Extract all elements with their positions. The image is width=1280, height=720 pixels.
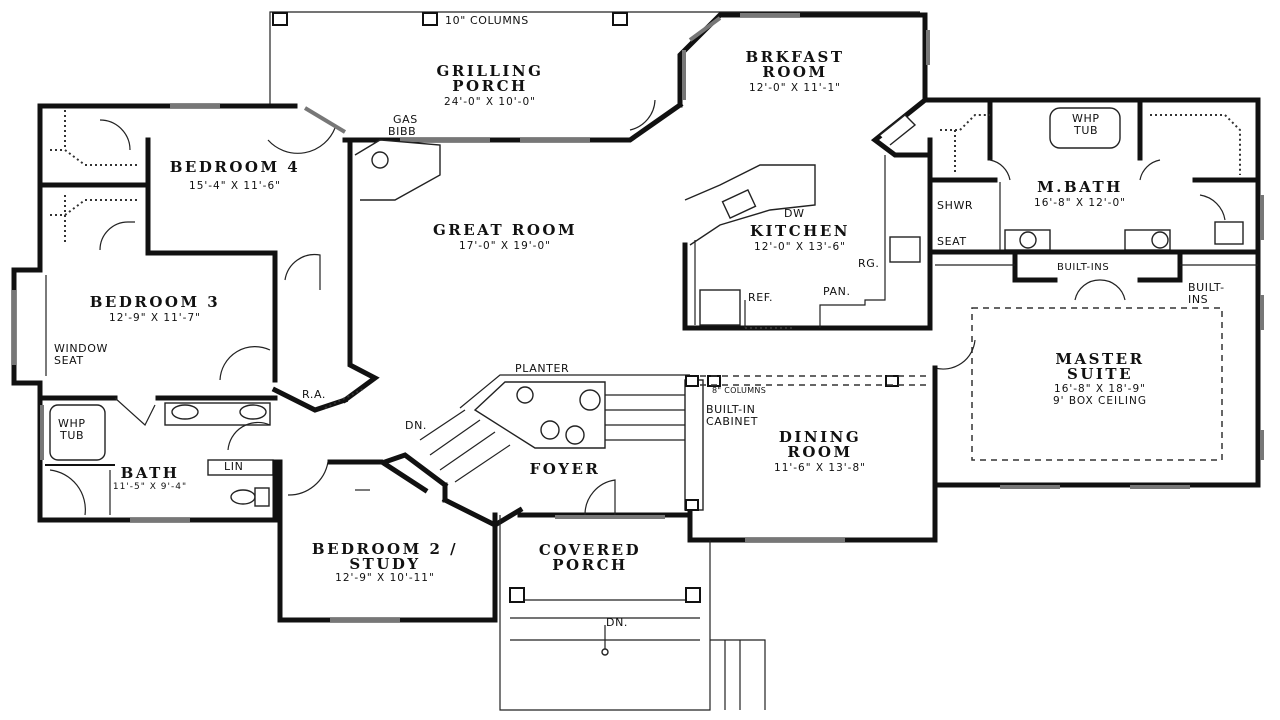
room-kitchen: KITCHEN 12'-0" X 13'-6" — [735, 222, 865, 254]
room-name: FOYER — [529, 460, 601, 478]
whp-tub-bath-line1: WHP — [58, 417, 86, 430]
room-covered-porch: COVERED PORCH — [530, 543, 650, 573]
room-name: BATH — [120, 464, 180, 482]
room-name: KITCHEN — [750, 222, 850, 240]
room-bedroom-2-study: BEDROOM 2 / STUDY 12'-9" X 10'-11" — [290, 540, 480, 585]
room-name: M.BATH — [1037, 178, 1123, 196]
bibb-note: BIBB — [388, 125, 417, 138]
bedroom-2-walls — [277, 459, 498, 623]
columns-8-note: 8" COLUMNS — [712, 386, 767, 395]
built-ins-master-line1: BUILT- — [1188, 281, 1225, 294]
room-dimensions: 12'-0" X 11'-1" — [749, 82, 841, 94]
room-name: MASTER — [1055, 350, 1145, 368]
column-icon — [422, 12, 438, 26]
room-name: DINING — [778, 428, 862, 446]
room-dining-room: DINING ROOM 11'-6" X 13'-8" — [755, 428, 885, 475]
column-icon — [612, 12, 628, 26]
room-bedroom-4: BEDROOM 4 15'-4" X 11'-6" — [160, 158, 310, 193]
whp-tub-master-line2: TUB — [1074, 124, 1099, 137]
ref-note: REF. — [748, 291, 774, 304]
room-name: BRKFAST — [745, 48, 845, 66]
room-grilling-porch: GRILLING PORCH 24'-0" X 10'-0" — [410, 62, 570, 109]
stair-dn-note: DN. — [405, 419, 427, 432]
room-name: GRILLING — [436, 62, 544, 80]
whp-tub-master-line1: WHP — [1072, 112, 1100, 125]
column-icon — [685, 587, 701, 603]
seat-note: SEAT — [937, 235, 967, 248]
column-icon — [685, 375, 699, 387]
window-seat-line2: SEAT — [54, 354, 84, 367]
room-dimensions: 11'-5" X 9'-4" — [112, 482, 188, 492]
whp-tub-bath-line2: TUB — [60, 429, 85, 442]
room-name: BEDROOM 3 — [89, 293, 221, 311]
covered-porch-outline — [499, 515, 766, 711]
gas-note: GAS — [393, 113, 418, 126]
room-master-suite: MASTER SUITE 16'-8" X 18'-9" 9' BOX CEIL… — [1010, 350, 1190, 408]
room-brkfast-room: BRKFAST ROOM 12'-0" X 11'-1" — [730, 48, 860, 95]
room-m-bath: M.BATH 16'-8" X 12'-0" — [1000, 178, 1160, 210]
room-dimensions: 12'-9" X 10'-11" — [335, 572, 435, 584]
room-dimensions: 16'-8" X 18'-9" — [1054, 383, 1146, 395]
kitchen-walls — [677, 12, 933, 331]
room-dimensions: 16'-8" X 12'-0" — [1034, 197, 1126, 209]
built-ins-mbath-note: BUILT-INS — [1057, 262, 1110, 273]
room-bath: BATH 11'-5" X 9'-4" — [95, 466, 205, 493]
planter-note: PLANTER — [515, 362, 570, 375]
master-suite-walls — [934, 295, 1264, 489]
room-name: PORCH — [452, 77, 528, 95]
dining-room-walls — [687, 365, 938, 543]
grilling-porch-outline — [269, 11, 920, 105]
room-name: SUITE — [1066, 365, 1134, 383]
bedroom-4-walls — [37, 103, 380, 404]
room-name: STUDY — [349, 555, 421, 573]
dw-note: DW — [784, 207, 805, 220]
built-in-cabinet-line1: BUILT-IN — [706, 403, 756, 416]
built-in-cabinet-icon — [684, 379, 704, 511]
room-dimensions: 24'-0" X 10'-0" — [444, 96, 536, 108]
room-dimensions: 11'-6" X 13'-8" — [774, 462, 866, 474]
room-name: ROOM — [787, 443, 853, 461]
window-seat-line1: WINDOW — [54, 342, 108, 355]
room-name: BEDROOM 2 / — [311, 540, 459, 558]
column-icon — [272, 12, 288, 26]
shwr-note: SHWR — [937, 199, 974, 212]
room-name: GREAT ROOM — [432, 221, 578, 239]
room-bedroom-3: BEDROOM 3 12'-9" X 11'-7" — [70, 293, 240, 325]
rg-note: RG. — [858, 257, 880, 270]
room-dimensions: 15'-4" X 11'-6" — [189, 180, 281, 192]
room-dimensions: 17'-0" X 19'-0" — [459, 240, 551, 252]
lin-note: LIN — [224, 460, 244, 473]
bath-walls — [37, 402, 329, 523]
room-ceiling-note: 9' BOX CEILING — [1052, 395, 1148, 407]
room-name: COVERED — [538, 541, 642, 559]
porch-dn-note: DN. — [606, 616, 628, 629]
columns-10-note: 10" COLUMNS — [445, 14, 529, 27]
great-room-walls — [342, 99, 684, 201]
ra-note: R.A. — [302, 388, 326, 401]
column-icon — [509, 587, 525, 603]
room-dimensions: 12'-0" X 13'-6" — [754, 241, 846, 253]
room-great-room: GREAT ROOM 17'-0" X 19'-0" — [420, 221, 590, 253]
built-in-cabinet-line2: CABINET — [706, 415, 759, 428]
built-ins-master-line2: INS — [1188, 293, 1209, 306]
pan-note: PAN. — [823, 285, 851, 298]
room-dimensions: 12'-9" X 11'-7" — [109, 312, 201, 324]
room-foyer: FOYER — [515, 462, 615, 477]
room-name: PORCH — [552, 556, 628, 574]
room-name: BEDROOM 4 — [169, 158, 301, 176]
column-icon — [685, 499, 699, 511]
room-name: ROOM — [762, 63, 828, 81]
